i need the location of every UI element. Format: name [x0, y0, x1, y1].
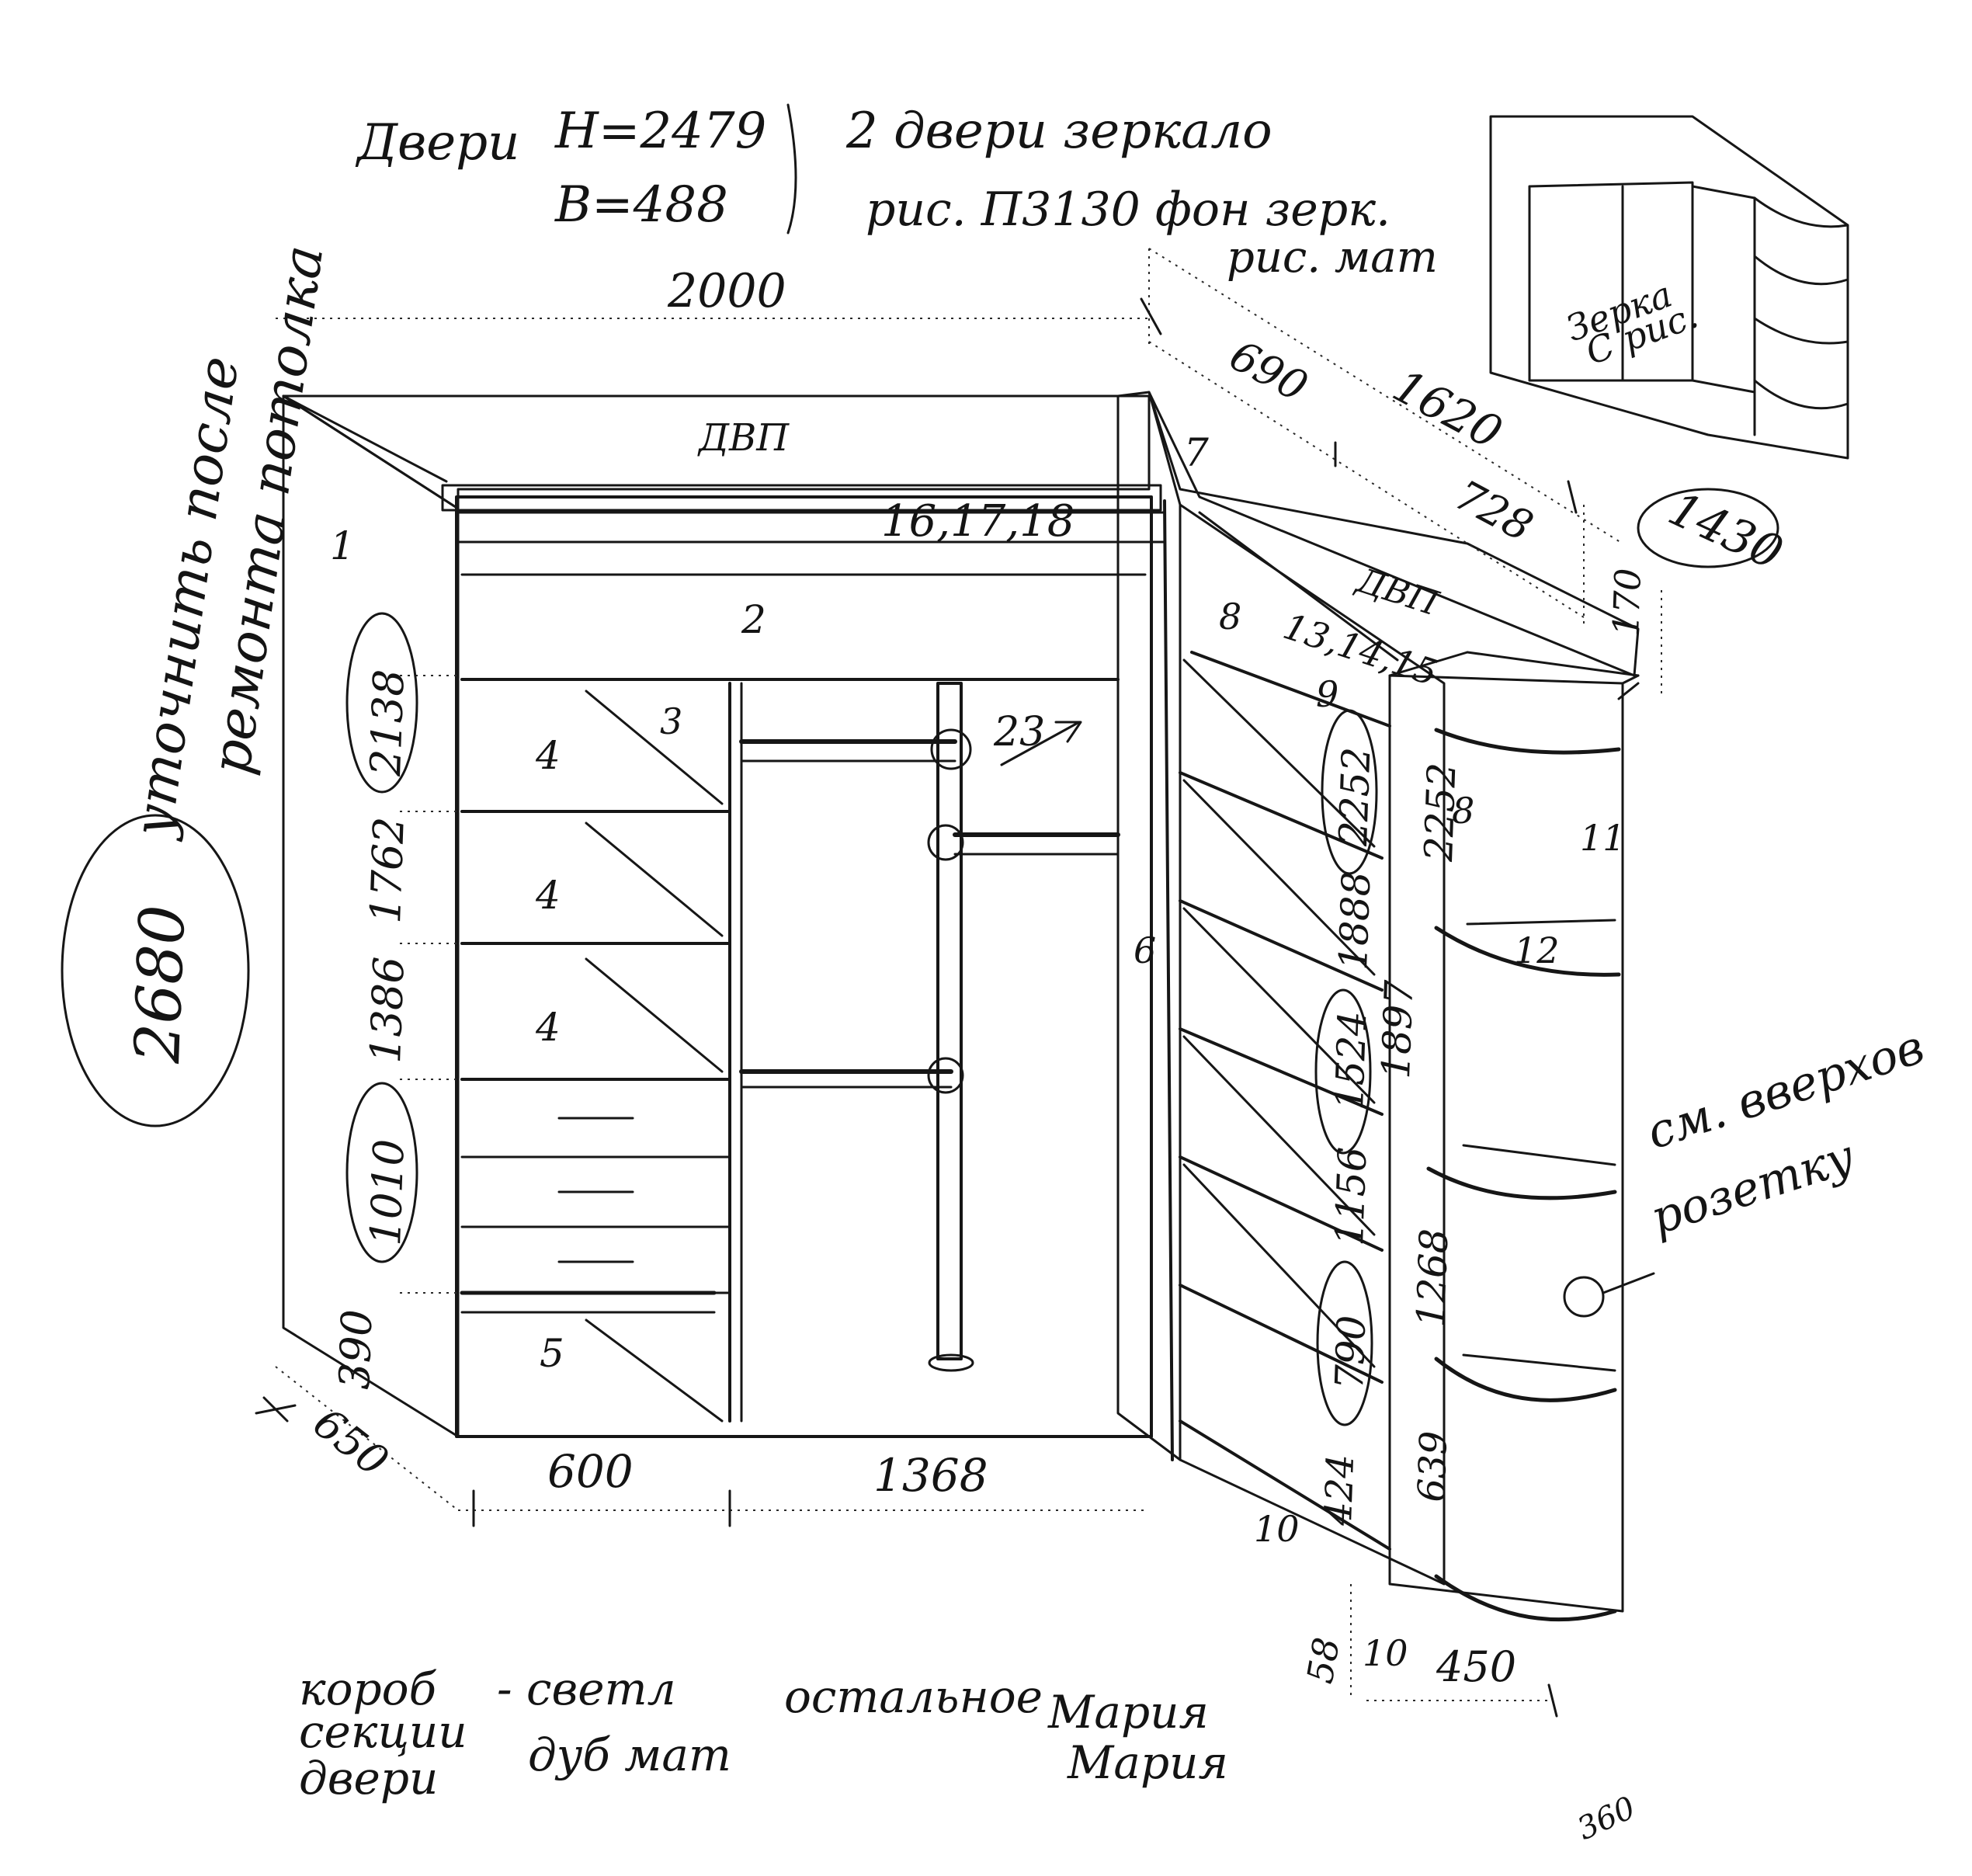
part-9-label: 9: [1316, 673, 1338, 715]
circled-marks: [61, 103, 1779, 1426]
part-7-label: 7: [1184, 430, 1209, 475]
part-5-label: 5: [540, 1331, 564, 1376]
dim-2252: 2252: [1331, 746, 1379, 847]
part-8b-label: 8: [1452, 790, 1474, 832]
dim-639: 639: [1410, 1430, 1456, 1503]
width-600: 600: [547, 1445, 634, 1498]
footer-sections-label: секции: [299, 1705, 467, 1758]
dim-58: 58: [1299, 1635, 1348, 1687]
dim-1888: 1888: [1331, 870, 1379, 971]
dim-1010: 1010: [361, 1138, 414, 1247]
dim-390: 390: [330, 1308, 382, 1390]
dim-1386: 1386: [361, 956, 414, 1065]
inset-view-drawing: [1489, 115, 1849, 460]
top-rail-label: 16,17,18: [881, 496, 1075, 547]
socket-note-line1: см. вверхов: [1640, 1020, 1931, 1160]
part-2-label: 2: [741, 597, 766, 642]
dim-10: 10: [1363, 1632, 1408, 1674]
dim-450: 450: [1436, 1642, 1516, 1691]
pattern-note: рис. П3130 фон зерк.: [866, 182, 1390, 237]
socket-icon: [1563, 1276, 1605, 1318]
main-top-label: ДВП: [697, 416, 790, 460]
footer-light-label: - светл: [497, 1662, 676, 1715]
main-cabinet-drawing: [282, 394, 1166, 1438]
part-10-label: 10: [1254, 1508, 1300, 1550]
main-width-total: 2000: [667, 264, 786, 318]
part-1-label: 1: [330, 523, 355, 568]
matte-pattern-note: рис. мат: [1227, 232, 1438, 283]
footer-oak-label: дуб мат: [528, 1728, 731, 1781]
footer-rest-label: остальное: [784, 1670, 1043, 1723]
width-spec: B=488: [554, 176, 728, 234]
dim-1268: 1268: [1408, 1228, 1456, 1328]
dim-424: 424: [1317, 1454, 1363, 1527]
part-11-label: 11: [1580, 817, 1626, 859]
part-6-label: 6: [1134, 929, 1156, 971]
rail-arrow-label: 23: [993, 709, 1045, 756]
dim-2252b: 2252: [1416, 762, 1464, 863]
part-3-label: 3: [660, 700, 682, 742]
height-circled: 2680: [121, 904, 199, 1065]
part-4b-label: 4: [535, 873, 561, 918]
dim-728: 728: [1447, 471, 1541, 551]
dimension-lines: [275, 248, 1662, 1701]
part-4a-label: 4: [535, 733, 561, 778]
width-1368: 1368: [873, 1449, 988, 1502]
footer-maria-1: Мария: [1047, 1686, 1209, 1739]
footer-doors-label: двери: [299, 1752, 438, 1805]
corner-top-label: ДВП: [1351, 560, 1444, 624]
mirror-doors-note: 2 двери зеркало: [845, 102, 1272, 160]
part-8a-label: 8: [1219, 596, 1241, 637]
corner-cabinet-drawing: [1116, 391, 1655, 1622]
part-12-label: 12: [1514, 929, 1560, 971]
dim-2138: 2138: [361, 669, 414, 778]
dimension-ticks: [255, 297, 1578, 1718]
dim-1897: 1897: [1373, 979, 1422, 1079]
depth-650: 650: [304, 1398, 398, 1486]
dim-1762: 1762: [361, 816, 414, 925]
height-spec: H=2479: [554, 102, 766, 160]
dim-1156: 1156: [1327, 1146, 1375, 1246]
doors-label: Двери: [355, 114, 519, 172]
page-number: 360: [1572, 1790, 1641, 1847]
footer-maria-2: Мария: [1067, 1736, 1228, 1789]
dim-170: 170: [1605, 568, 1649, 637]
dim-790: 790: [1327, 1315, 1374, 1390]
part-4c-label: 4: [535, 1005, 561, 1050]
dim-1524: 1524: [1327, 1010, 1375, 1110]
footer-box-label: короб: [299, 1662, 437, 1715]
